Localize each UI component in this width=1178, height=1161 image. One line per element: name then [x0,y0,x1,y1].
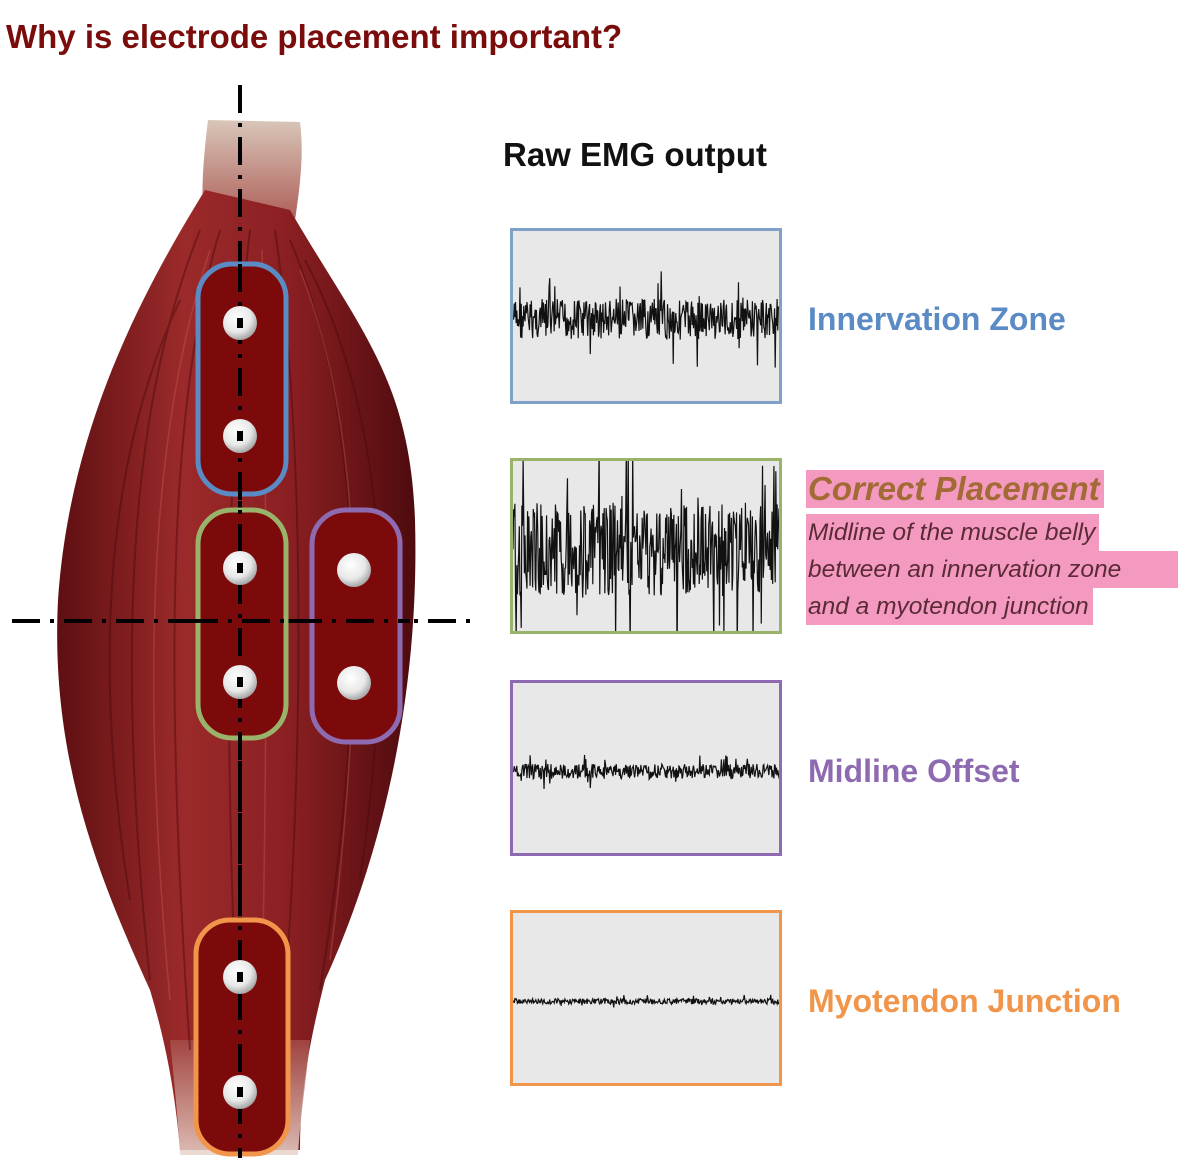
correct-description-line-2: between an innervation zone [806,551,1178,588]
raw-emg-title: Raw EMG output [503,136,767,173]
page-title: Why is electrode placement important? [6,18,623,55]
emg-plot-midline-offset [510,680,782,856]
emg-trace [513,754,779,789]
electrode-dot [337,666,371,700]
emg-signal-line [513,994,779,1008]
emg-trace [513,994,779,1008]
emg-signal-line [513,461,779,631]
emg-plot-correct-placement [510,458,782,634]
emg-plot-myotendon-junction [510,910,782,1086]
emg-plot-innervation-zone [510,228,782,404]
emg-signal-line [513,271,779,368]
label-innervation-zone: Innervation Zone [808,301,1066,337]
electrode-midline-offset [309,507,403,745]
electrode-dot [337,553,371,587]
emg-trace [513,271,779,368]
label-correct-placement: Correct Placement [806,470,1104,508]
label-myotendon-junction: Myotendon Junction [808,983,1121,1019]
emg-signal-line [513,754,779,789]
correct-description-line-1: Midline of the muscle belly [806,514,1100,551]
correct-description-line-3: and a myotendon junction [806,588,1093,625]
muscle-diagram [12,85,474,1158]
emg-trace [513,461,779,631]
label-midline-offset: Midline Offset [808,753,1020,789]
